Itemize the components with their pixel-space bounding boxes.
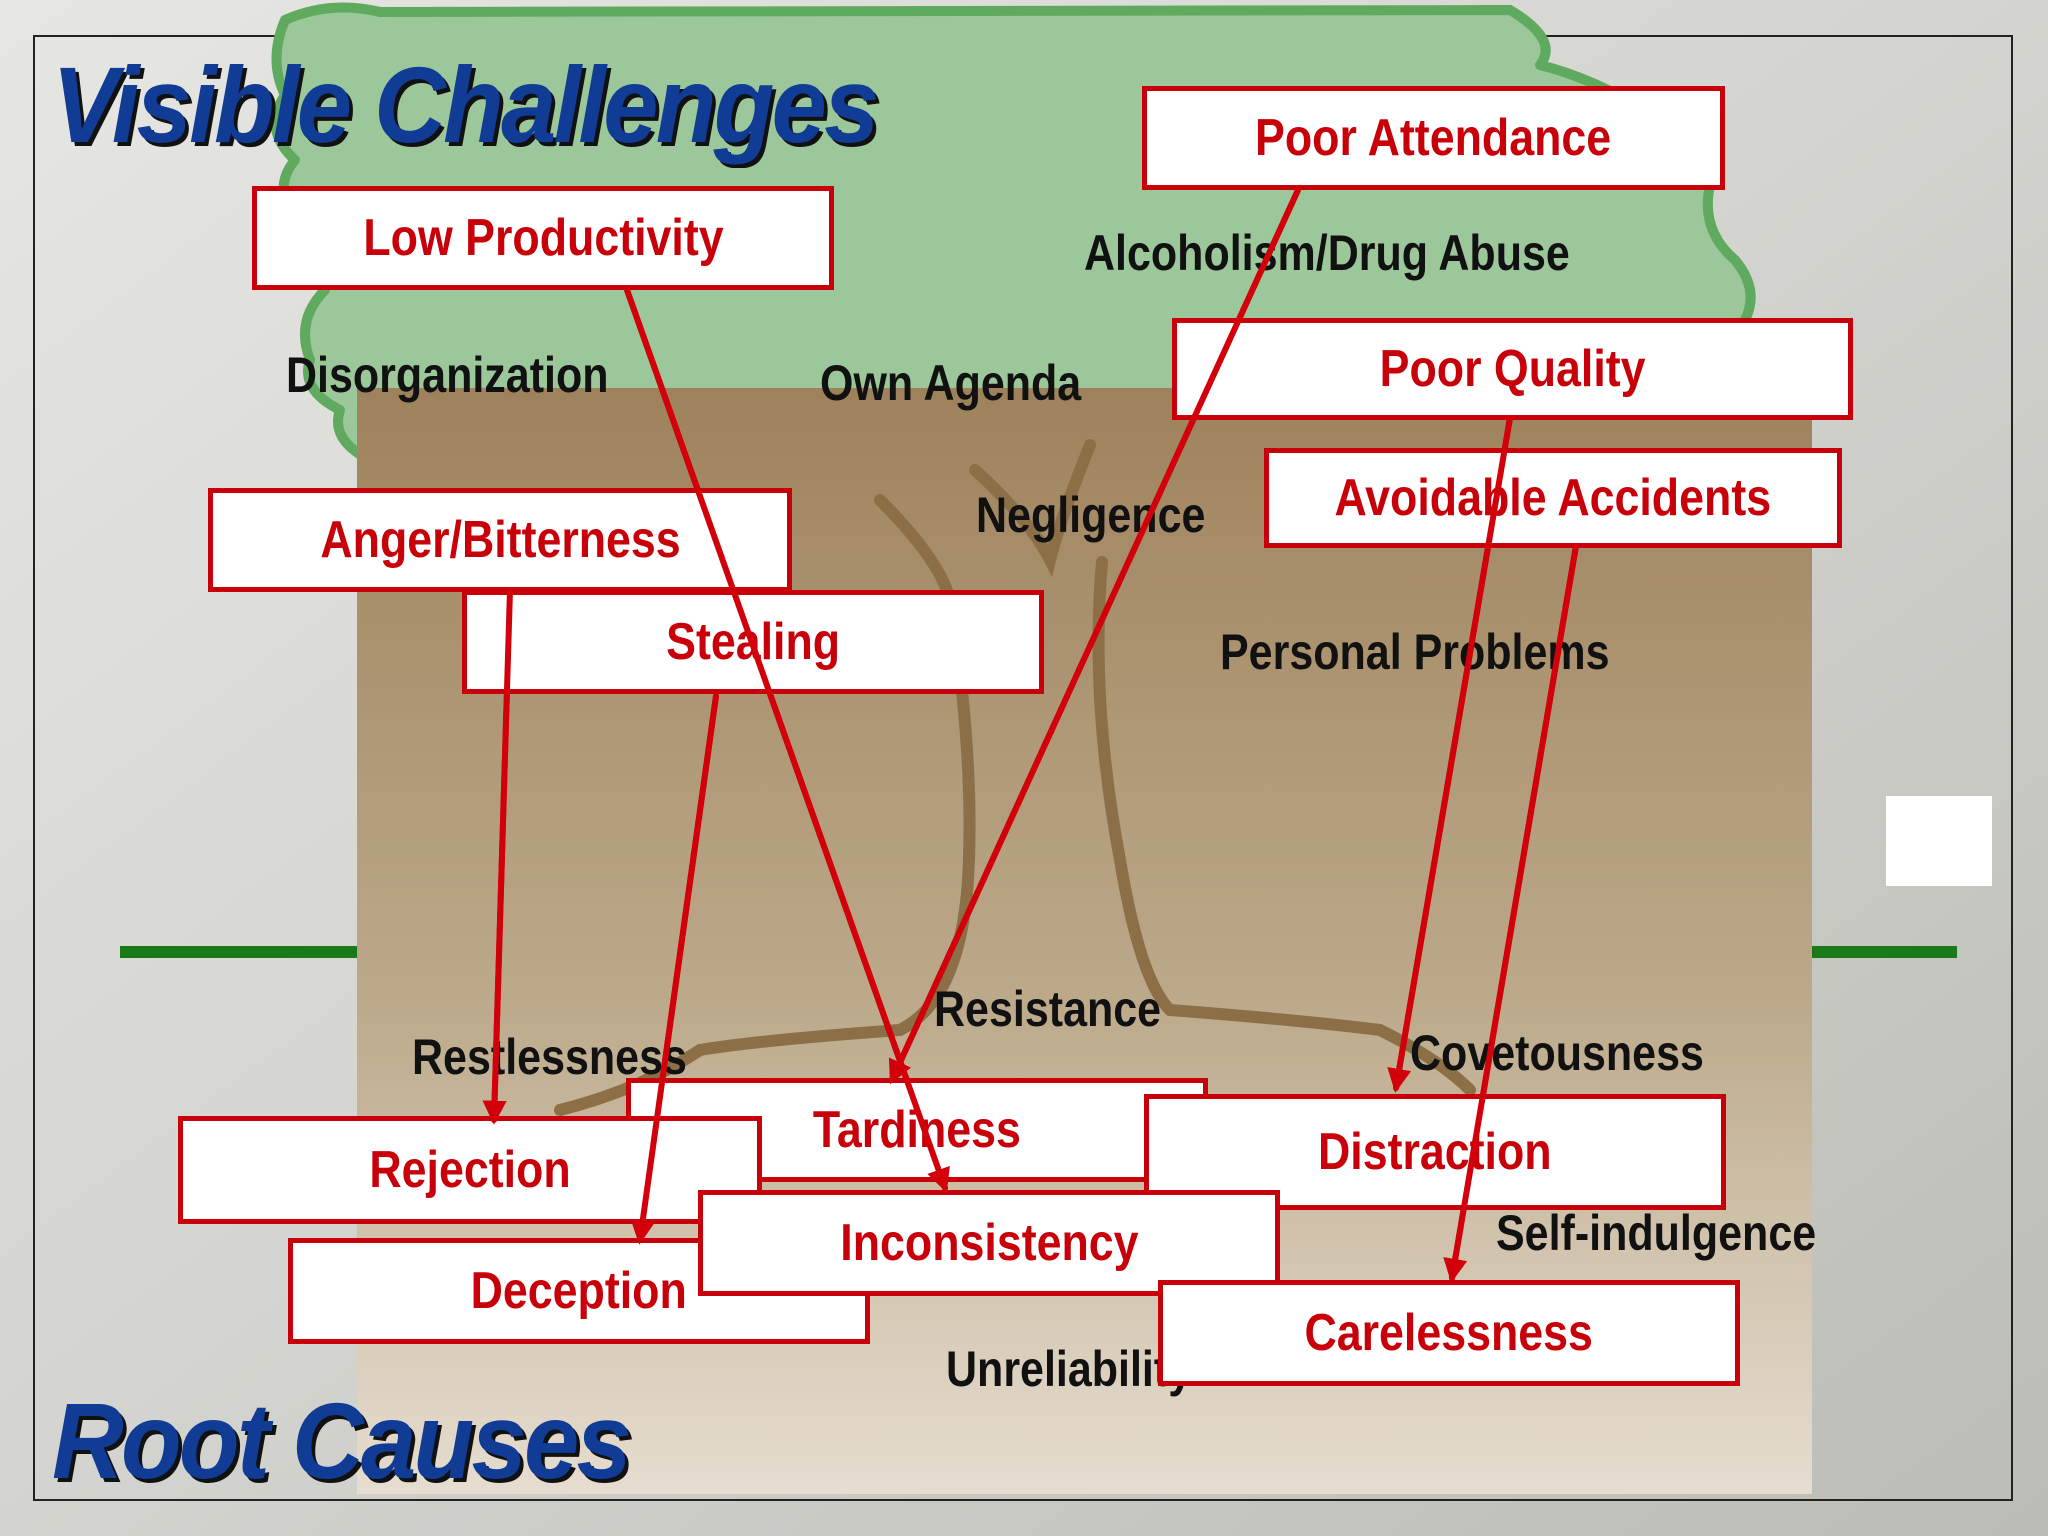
label-restlessness: Restlessness xyxy=(412,1029,687,1085)
label-personal-problems: Personal Problems xyxy=(1220,624,1610,680)
label-resistance: Resistance xyxy=(934,981,1162,1037)
box-anger-bitterness-label: Anger/Bitterness xyxy=(319,511,681,569)
box-deception-label: Deception xyxy=(470,1262,688,1320)
box-distraction-label: Distraction xyxy=(1318,1123,1552,1181)
box-rejection-label: Rejection xyxy=(369,1141,571,1199)
label-self-indulgence: Self-indulgence xyxy=(1496,1205,1817,1261)
box-carelessness: Carelessness xyxy=(1158,1280,1740,1386)
box-inconsistency-label: Inconsistency xyxy=(839,1214,1139,1272)
box-stealing: Stealing xyxy=(462,590,1044,694)
label-alcoholism: Alcoholism/Drug Abuse xyxy=(1084,225,1570,281)
box-poor-attendance: Poor Attendance xyxy=(1142,86,1725,190)
box-inconsistency: Inconsistency xyxy=(698,1190,1280,1296)
box-poor-quality: Poor Quality xyxy=(1172,318,1853,420)
white-patch xyxy=(1886,796,1992,886)
box-low-productivity-label: Low Productivity xyxy=(362,209,724,267)
box-avoidable-accidents-label: Avoidable Accidents xyxy=(1334,469,1772,527)
box-poor-quality-label: Poor Quality xyxy=(1379,340,1646,398)
box-tardiness-label: Tardiness xyxy=(813,1101,1021,1159)
box-rejection: Rejection xyxy=(178,1116,762,1224)
root-causes-title: Root Causes xyxy=(52,1380,632,1501)
label-disorganization: Disorganization xyxy=(286,347,609,403)
visible-challenges-title: Visible Challenges xyxy=(52,44,879,165)
label-own-agenda: Own Agenda xyxy=(820,355,1082,411)
box-stealing-label: Stealing xyxy=(666,613,840,671)
box-avoidable-accidents: Avoidable Accidents xyxy=(1264,448,1842,548)
label-unreliability: Unreliability xyxy=(946,1341,1193,1397)
box-anger-bitterness: Anger/Bitterness xyxy=(208,488,792,592)
box-carelessness-label: Carelessness xyxy=(1304,1304,1594,1362)
box-low-productivity: Low Productivity xyxy=(252,186,834,290)
label-negligence: Negligence xyxy=(976,487,1206,543)
box-poor-attendance-label: Poor Attendance xyxy=(1255,109,1612,167)
label-covetousness: Covetousness xyxy=(1410,1025,1704,1081)
